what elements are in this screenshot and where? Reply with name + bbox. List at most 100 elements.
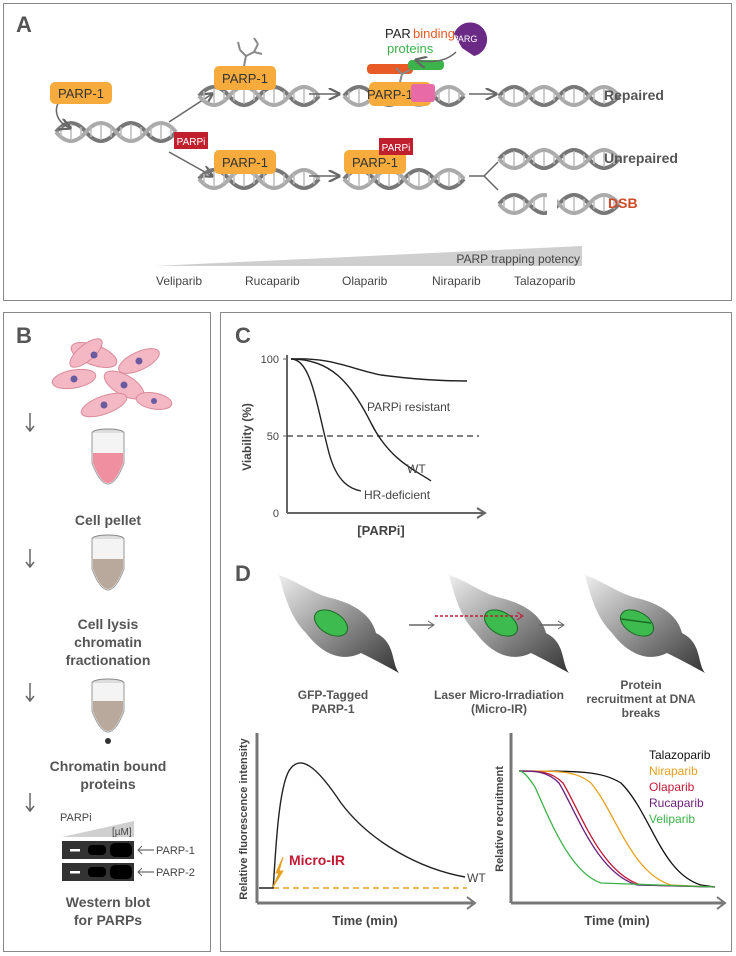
par-text: PAR: [385, 26, 411, 41]
parp1-label: PARP-1: [222, 155, 268, 170]
step2-label-1: Laser Micro-Irradiation: [434, 688, 564, 702]
dna-icon: [54, 121, 178, 143]
parp1-box: [214, 66, 276, 90]
parp1-label: PARP-1: [367, 87, 413, 102]
step1-label-1: GFP-Tagged: [298, 688, 368, 702]
panel-a-diagram: PARP-1 PARP-1 PARP-1 PARG PAR binding pr…: [50, 22, 678, 288]
panel-d-label: D: [235, 561, 251, 586]
cell-icon-2: [435, 575, 569, 673]
drug-olaparib: Olaparib: [342, 274, 388, 288]
legend-olaparib: Olaparib: [649, 780, 695, 794]
parpi-tag: [379, 138, 413, 155]
potency-label: PARP trapping potency: [456, 252, 580, 266]
label-hr: HR-deficient: [364, 488, 431, 502]
step3-label-2: recruitment at DNA: [586, 692, 696, 706]
wt-curve: [259, 762, 466, 889]
left-ylabel: Relative fluorescence intensity: [238, 737, 250, 899]
parp1-box: [50, 82, 112, 104]
ytick-50: 50: [267, 431, 279, 443]
potency-wedge: [154, 246, 582, 266]
lysis-label-3: fractionation: [66, 652, 151, 668]
panel-b-label: B: [16, 323, 32, 348]
fork-arrow: [469, 161, 499, 191]
parg-icon: [454, 22, 488, 56]
bound-label-2: proteins: [80, 776, 135, 792]
unrepaired-label: Unrepaired: [604, 150, 678, 166]
down-arrows: [25, 413, 35, 813]
recruitment-chart: Relative recruitment Time (min) Talazopa…: [494, 733, 727, 928]
c-xlabel: [PARPi]: [357, 523, 404, 538]
fluorescence-chart: Relative fluorescence intensity Time (mi…: [238, 733, 486, 928]
step3-label-1: Protein: [620, 678, 661, 692]
drug-veliparib: Veliparib: [156, 274, 202, 288]
drug-niraparib: Niraparib: [432, 274, 481, 288]
curve-hr: [290, 358, 362, 492]
wb-label-2: for PARPs: [74, 912, 142, 928]
cell-icon-1: [279, 575, 399, 673]
bound-label-1: Chromatin bound: [50, 758, 167, 774]
parp1-label: PARP-1: [352, 155, 398, 170]
drug-talazoparib: Talazoparib: [514, 274, 576, 288]
nucleus-icons: [70, 351, 157, 409]
proteins-text: proteins: [387, 41, 434, 56]
lysis-label-1: Cell lysis: [78, 616, 139, 632]
parpi-tag: [174, 132, 208, 149]
dsb-label: DSB: [608, 195, 638, 211]
wb-parpi-label: PARPi: [60, 812, 92, 824]
legend-niraparib: Niraparib: [649, 764, 698, 778]
panel-c-label: C: [235, 323, 251, 348]
parg-label: PARG: [453, 34, 478, 44]
curve-rucaparib: [518, 770, 716, 888]
step1-label-2: PARP-1: [311, 702, 354, 716]
parp1-label: PARP-1: [58, 86, 104, 101]
wb-label-1: Western blot: [66, 894, 151, 910]
dna-break-icon: [497, 193, 621, 215]
wb-um-label: [µM]: [112, 827, 132, 838]
micro-ir-label: Micro-IR: [289, 852, 345, 868]
cells-icon: [51, 338, 173, 418]
parpi-tag-label: PARPi: [382, 143, 411, 154]
orange-protein-icon: [367, 64, 413, 74]
tube-icon: [91, 428, 125, 485]
par-chain-icon: [395, 67, 411, 83]
cell-icon-3: [585, 575, 705, 673]
right-xlabel: Time (min): [584, 913, 650, 928]
right-ylabel: Relative recruitment: [494, 766, 506, 872]
c-ylabel: Viability (%): [240, 403, 254, 471]
pink-protein-icon: [411, 84, 435, 102]
tube-icon: [91, 534, 125, 591]
viability-chart: 100 50 0 Viability (%) [PARPi] PARPi res…: [240, 354, 487, 538]
parp1-box: [344, 150, 406, 174]
par-chain-icon: [237, 37, 263, 67]
lysis-label-2: chromatin: [74, 634, 142, 650]
wb-parp2-label: PARP-2: [156, 867, 195, 879]
binding-text: binding: [413, 26, 455, 41]
ytick-100: 100: [261, 354, 279, 366]
panel-a: A PARP-1: [3, 3, 732, 301]
panel-b: B Cell pellet: [3, 312, 211, 952]
wb-wedge: [62, 821, 134, 837]
drug-rucaparib: Rucaparib: [245, 274, 300, 288]
repaired-label: Repaired: [604, 87, 664, 103]
curve-niraparib: [518, 770, 716, 888]
tube-icon: [91, 678, 125, 744]
parp1-box: [214, 150, 276, 174]
wb-parp1-label: PARP-1: [156, 845, 195, 857]
legend-rucaparib: Rucaparib: [649, 796, 704, 810]
panel-b-diagram: Cell pellet Cell lysis chromatin fractio…: [25, 338, 195, 928]
left-xlabel: Time (min): [332, 913, 398, 928]
ytick-0: 0: [273, 508, 279, 520]
legend-veliparib: Veliparib: [649, 812, 695, 826]
wt-label: WT: [467, 871, 486, 885]
parp1-label: PARP-1: [222, 71, 268, 86]
dna-icon: [497, 85, 621, 107]
lightning-icon: [272, 856, 284, 888]
panel-cd: C D 100 50 0 Viability (%) [PARPi] PARPi…: [220, 312, 732, 952]
cell-pellet-label: Cell pellet: [75, 512, 141, 528]
curve-wt: [290, 358, 432, 482]
step2-label-2: (Micro-IR): [471, 702, 527, 716]
parpi-tag-label: PARPi: [177, 137, 206, 148]
panel-a-label: A: [16, 12, 32, 37]
step3-label-3: breaks: [622, 706, 661, 720]
curve-veliparib: [518, 770, 716, 888]
